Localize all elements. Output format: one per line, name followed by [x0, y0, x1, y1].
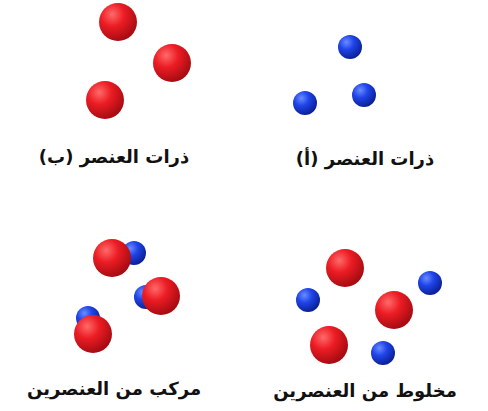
red-atom: [99, 3, 137, 41]
caption-label: مركب من العنصرين: [4, 378, 224, 400]
blue-atom: [338, 35, 362, 59]
red-atom: [310, 326, 348, 364]
blue-atom: [293, 91, 317, 115]
red-atom: [142, 277, 180, 315]
blue-atom: [371, 341, 395, 365]
blue-atom: [296, 288, 320, 312]
blue-atom: [352, 83, 376, 107]
red-atom: [153, 44, 191, 82]
red-atom: [86, 81, 124, 119]
caption-label: ذرات العنصر (أ): [255, 148, 475, 170]
red-atom: [375, 291, 413, 329]
red-atom: [326, 249, 364, 287]
caption-label: ذرات العنصر (ب): [4, 146, 224, 168]
blue-atom: [418, 271, 442, 295]
red-atom: [74, 315, 112, 353]
caption-label: مخلوط من العنصرين: [255, 380, 475, 402]
red-atom: [93, 239, 131, 277]
